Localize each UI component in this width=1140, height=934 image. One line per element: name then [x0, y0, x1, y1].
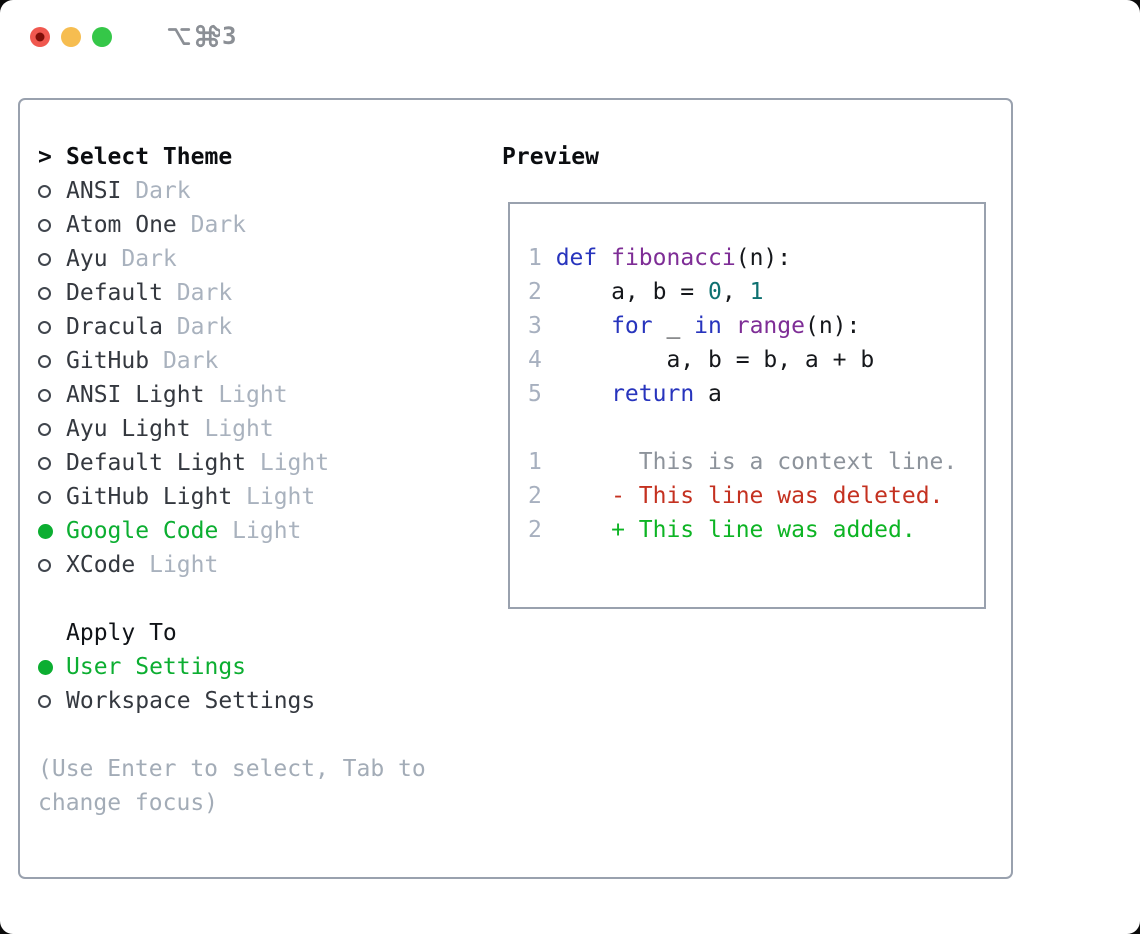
select-theme-header: > Select Theme [38, 140, 490, 174]
theme-tag: Dark [176, 280, 233, 306]
theme-name: XCode [66, 552, 136, 578]
unsaved-dot-icon [35, 32, 45, 42]
theme-name: GitHub [66, 348, 150, 374]
theme-name: Ayu [66, 246, 108, 272]
cursor-prefix: > [38, 144, 52, 170]
theme-tag: Dark [190, 212, 247, 238]
radio-icon [38, 490, 51, 504]
theme-option-default-dark[interactable]: Default Dark [38, 276, 490, 310]
radio-selected-icon [38, 659, 53, 675]
diff-line-del: 2 - This line was deleted. [528, 479, 972, 513]
theme-tag: Light [149, 552, 219, 578]
theme-option-atom-one-dark[interactable]: Atom One Dark [38, 208, 490, 242]
radio-icon [38, 388, 51, 402]
theme-tag: Dark [162, 348, 219, 374]
diff-line-ctx: 1 This is a context line. [528, 445, 972, 479]
theme-option-xcode-light[interactable]: XCode Light [38, 548, 490, 582]
radio-icon [38, 286, 51, 300]
theme-tag: Dark [121, 246, 177, 272]
theme-name: ANSI Light [66, 382, 205, 408]
theme-option-ayu-dark[interactable]: Ayu Dark [38, 242, 490, 276]
theme-name: ANSI [66, 178, 122, 204]
radio-icon [38, 456, 51, 470]
minimize-button[interactable] [61, 27, 81, 47]
theme-option-ansi-light-light[interactable]: ANSI Light Light [38, 378, 490, 412]
line-number: 4 [528, 347, 542, 373]
code-line: 5 return a [528, 377, 972, 411]
select-theme-title: Select Theme [66, 144, 233, 170]
radio-icon [38, 184, 51, 198]
theme-name: Default [66, 280, 163, 306]
shortcut-number: 3 [222, 22, 237, 50]
blank-line [528, 411, 972, 445]
theme-option-google-code-light[interactable]: Google Code Light [38, 514, 490, 548]
theme-tag: Light [259, 450, 330, 476]
theme-option-ansi-dark[interactable]: ANSI Dark [38, 174, 490, 208]
code-line: 3 for _ in range(n): [528, 309, 972, 343]
radio-icon [38, 354, 51, 368]
diff-preview: 1 This is a context line.2 - This line w… [528, 445, 972, 547]
theme-name: GitHub Light [66, 484, 233, 510]
spacer [38, 718, 490, 752]
window-title: 3 [166, 22, 236, 50]
code-line: 2 a, b = 0, 1 [528, 275, 972, 309]
window-titlebar: 3 [0, 0, 1140, 78]
close-button[interactable] [30, 27, 50, 47]
diff-line-add: 2 + This line was added. [528, 513, 972, 547]
theme-option-github-light-light[interactable]: GitHub Light Light [38, 480, 490, 514]
line-number: 3 [528, 313, 542, 339]
spacer [38, 582, 490, 616]
apply-to-header: Apply To [38, 616, 490, 650]
zoom-button[interactable] [92, 27, 112, 47]
apply-to-title: Apply To [66, 620, 177, 646]
line-number: 2 [528, 279, 542, 305]
theme-option-github-dark[interactable]: GitHub Dark [38, 344, 490, 378]
theme-option-ayu-light-light[interactable]: Ayu Light Light [38, 412, 490, 446]
command-key-icon [194, 23, 220, 49]
line-number: 2 [528, 483, 542, 509]
line-number: 5 [528, 381, 542, 407]
theme-tag: Dark [135, 178, 191, 204]
theme-tag: Light [218, 382, 288, 408]
apply-option-label: User Settings [66, 654, 247, 680]
radio-icon [38, 320, 51, 334]
apply-option-user-settings[interactable]: User Settings [38, 650, 490, 684]
theme-option-dracula-dark[interactable]: Dracula Dark [38, 310, 490, 344]
preview-title: Preview [502, 144, 599, 170]
theme-tag: Light [204, 416, 274, 442]
option-key-icon [166, 23, 192, 49]
theme-tag: Light [232, 518, 302, 544]
theme-name: Default Light [66, 450, 247, 476]
theme-name: Ayu Light [66, 416, 191, 442]
apply-option-workspace-settings[interactable]: Workspace Settings [38, 684, 490, 718]
theme-option-default-light-light[interactable]: Default Light Light [38, 446, 490, 480]
radio-icon [38, 694, 51, 708]
code-line: 4 a, b = b, a + b [528, 343, 972, 377]
traffic-lights [30, 27, 112, 47]
line-number: 1 [528, 449, 542, 475]
line-number: 2 [528, 517, 542, 543]
radio-icon [38, 558, 51, 572]
theme-name: Atom One [66, 212, 177, 238]
help-text: (Use Enter to select, Tab to change focu… [38, 756, 426, 816]
radio-icon [38, 422, 51, 436]
apply-option-label: Workspace Settings [66, 688, 316, 714]
radio-selected-icon [38, 523, 53, 539]
radio-icon [38, 252, 51, 266]
theme-tag: Light [246, 484, 316, 510]
line-number: 1 [528, 245, 542, 271]
theme-name: Google Code [66, 518, 219, 544]
radio-icon [38, 218, 51, 232]
theme-tag: Dark [176, 314, 233, 340]
theme-name: Dracula [66, 314, 163, 340]
